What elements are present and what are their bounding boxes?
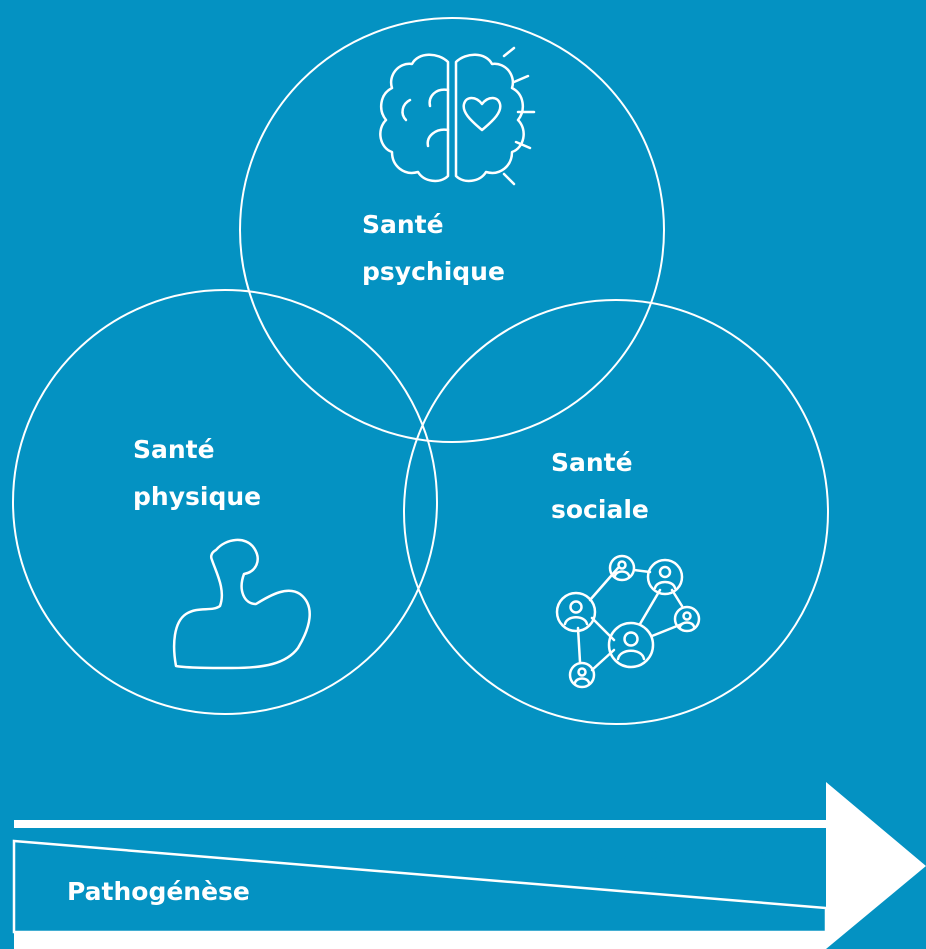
arrow-shape [14, 782, 926, 949]
health-continuum-arrow [12, 782, 926, 949]
circle-physical-health [12, 289, 438, 715]
brain-heart-icon [379, 46, 536, 186]
pathogenesis-label: Pathogénèse [67, 877, 250, 906]
social-health-label: Santé sociale [551, 448, 649, 524]
salutogenesis-label: Salutogénèse [569, 839, 768, 869]
flexed-arm-icon [172, 538, 311, 670]
pathogenesis-triangle [12, 839, 828, 934]
circle-social-health [403, 299, 829, 725]
circle-psychic-health [239, 17, 665, 443]
social-network-icon [555, 554, 701, 689]
arrow-wedge [14, 828, 826, 908]
psychic-health-label: Santé psychique [362, 210, 505, 286]
physical-health-label: Santé physique [133, 435, 261, 511]
